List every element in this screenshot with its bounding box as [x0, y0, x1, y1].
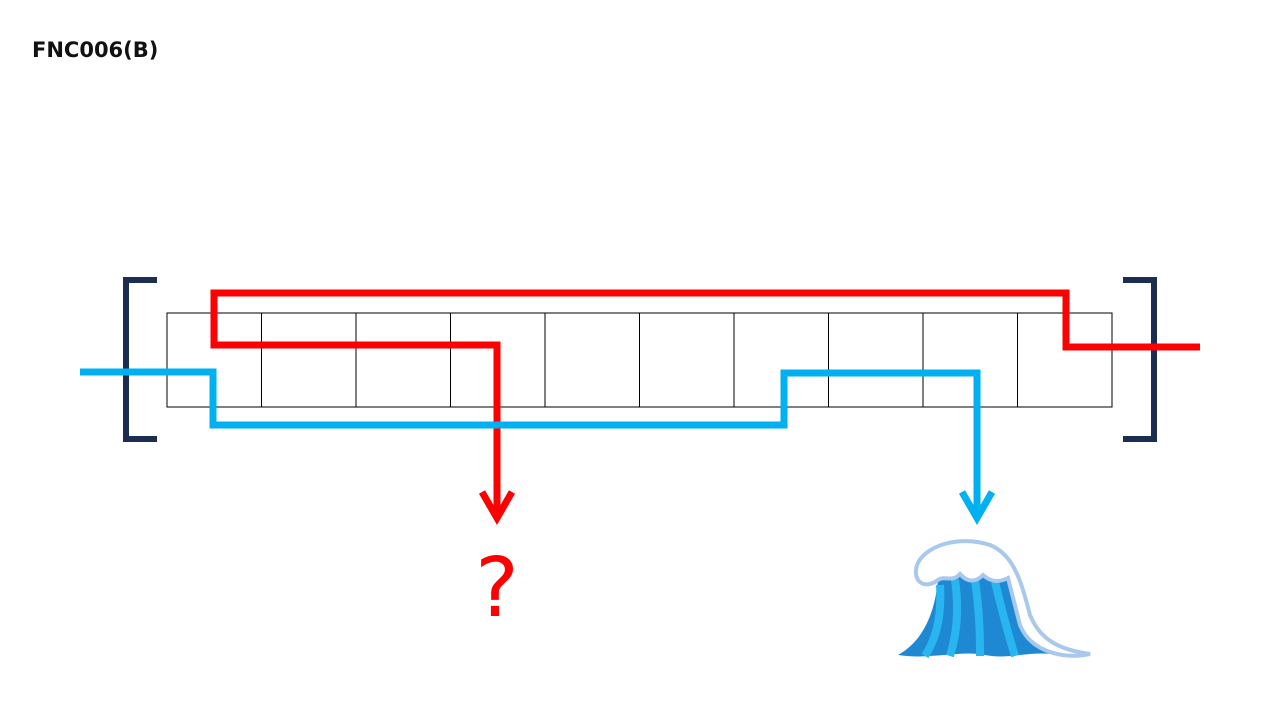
grid-table: [166, 312, 1113, 408]
left-bracket: [123, 277, 157, 442]
red-path: [210, 289, 1200, 526]
red-arrow-head: [478, 490, 516, 526]
right-bracket: [1123, 277, 1157, 442]
blue-path: [80, 368, 996, 526]
question-mark: ?: [475, 541, 519, 636]
page-title: FNC006(B): [32, 38, 159, 62]
wave-icon: [898, 539, 1091, 659]
blue-arrow-head: [958, 490, 996, 526]
